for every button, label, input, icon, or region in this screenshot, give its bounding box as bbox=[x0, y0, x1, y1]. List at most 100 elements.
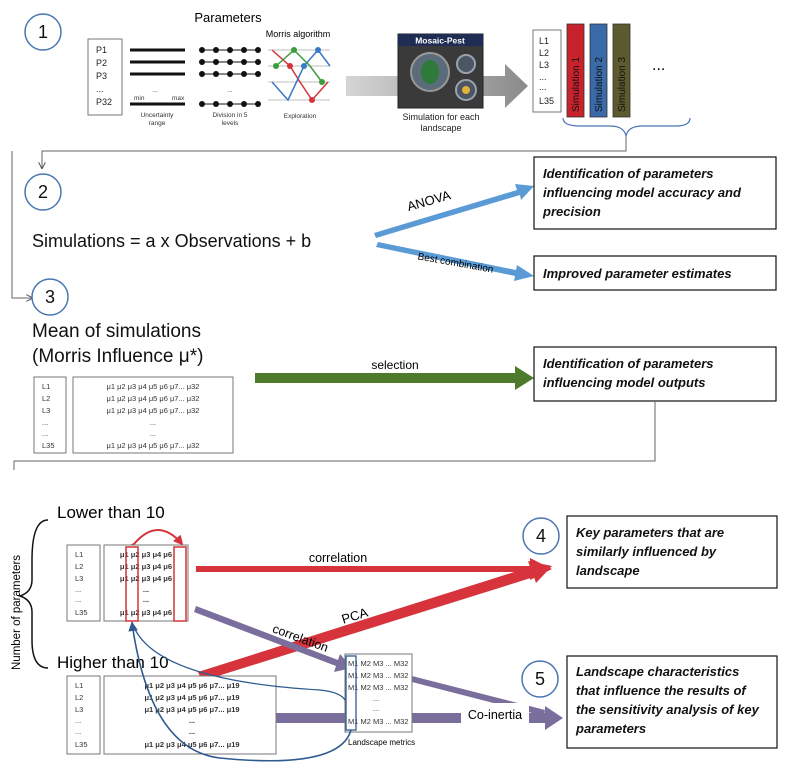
param-item: P2 bbox=[96, 58, 107, 68]
mu-row: μ1 μ2 μ3 μ4 μ5 μ6 μ7... μ32 bbox=[107, 406, 200, 415]
landscape-characteristics-line: Landscape characteristics bbox=[576, 664, 739, 679]
landscape-item: ... bbox=[539, 72, 547, 82]
metric-row: M1 M2 M3 ... M32 bbox=[348, 671, 408, 680]
connector-3-lower bbox=[13, 401, 656, 470]
step5-number: 5 bbox=[535, 669, 545, 689]
step3-landscapes: L1 L2 L3 ... ... L35 bbox=[42, 382, 55, 450]
selection-arrow bbox=[255, 366, 534, 390]
simulation-label: Simulation 1 bbox=[571, 57, 582, 112]
mu-row: ... bbox=[150, 429, 156, 438]
param-item: P3 bbox=[96, 71, 107, 81]
mu-row: μ1 μ2 μ3 μ4 μ6 bbox=[120, 562, 172, 571]
step3-number-circle: 3 bbox=[31, 278, 69, 316]
param-list-box bbox=[87, 38, 123, 116]
landscape-characteristics-line: the sensitivity analysis of key bbox=[576, 702, 760, 717]
landscape-item: L2 bbox=[75, 562, 83, 571]
simulation-caption-line: landscape bbox=[420, 123, 461, 133]
high-mu-rows: μ1 μ2 μ3 μ4 μ5 μ6 μ7... μ19 μ1 μ2 μ3 μ4 … bbox=[144, 681, 239, 749]
division-dot bbox=[255, 101, 261, 107]
best-combination-arrow bbox=[376, 242, 534, 281]
division-dot bbox=[255, 47, 261, 53]
metric-rows: M1 M2 M3 ... M32 M1 M2 M3 ... M32 M1 M2 … bbox=[348, 659, 408, 726]
gear-icon bbox=[456, 54, 476, 74]
division-dot bbox=[213, 101, 219, 107]
landscape-item: L3 bbox=[75, 574, 83, 583]
landscape-item: L1 bbox=[42, 382, 50, 391]
landscape-item: L35 bbox=[42, 441, 55, 450]
simulation-label: Simulation 3 bbox=[617, 57, 628, 112]
metric-row: M1 M2 M3 ... M32 bbox=[348, 717, 408, 726]
morris-exploration-graph bbox=[268, 47, 331, 103]
accuracy-box: Identification of parameters influencing… bbox=[533, 156, 777, 230]
division-dot bbox=[227, 59, 233, 65]
mu-row: μ1 μ2 μ3 μ4 μ6 bbox=[120, 574, 172, 583]
landscape-item: L35 bbox=[75, 740, 88, 749]
mu-row: μ1 μ2 μ3 μ4 μ6 bbox=[120, 550, 172, 559]
landscape-item: L35 bbox=[539, 96, 554, 106]
landscape-item: ... bbox=[75, 595, 81, 604]
step3-number: 3 bbox=[45, 287, 55, 307]
metric-to-mu2-curve bbox=[128, 621, 352, 762]
parameter-brace bbox=[17, 519, 49, 669]
mu-row: ... bbox=[189, 727, 195, 736]
mu-row: μ1 μ2 μ3 μ4 μ6 bbox=[120, 608, 172, 617]
landscape-item: ... bbox=[42, 429, 48, 438]
division-dot bbox=[227, 47, 233, 53]
division-label-line: levels bbox=[222, 120, 239, 127]
mu2-mu6-link bbox=[124, 529, 184, 554]
division-levels bbox=[199, 47, 261, 107]
param-item: P32 bbox=[96, 97, 112, 107]
division-dot bbox=[199, 101, 205, 107]
step3-title-line1: Mean of simulations bbox=[32, 321, 201, 342]
metric-row: M1 M2 M3 ... M32 bbox=[348, 683, 408, 692]
landscape-item: L1 bbox=[75, 550, 83, 559]
parameters-title: Parameters bbox=[194, 10, 262, 25]
landscape-characteristics-line: that influence the results of bbox=[576, 683, 747, 698]
mu-row: μ1 μ2 μ3 μ4 μ5 μ6 μ7... μ32 bbox=[107, 441, 200, 450]
pca-arrow bbox=[198, 561, 552, 681]
anova-label: ANOVA bbox=[405, 187, 452, 214]
mu-row: ... bbox=[143, 585, 149, 594]
division-dot bbox=[255, 71, 261, 77]
flower-icon bbox=[462, 86, 470, 94]
mu-row: μ1 μ2 μ3 μ4 μ5 μ6 μ7... μ32 bbox=[107, 394, 200, 403]
mu-row: μ1 μ2 μ3 μ4 μ5 μ6 μ7... μ19 bbox=[144, 693, 239, 702]
coinertia-label: Co-inertia bbox=[468, 708, 522, 722]
division-dot bbox=[213, 71, 219, 77]
simulation-bar bbox=[566, 23, 585, 118]
lower-than-10-label: Lower than 10 bbox=[57, 503, 165, 522]
step5-number-circle: 5 bbox=[521, 660, 559, 698]
outputs-box: Identification of parameters influencing… bbox=[533, 346, 777, 402]
coinertia-label-bg bbox=[461, 703, 529, 725]
landscape-item: L2 bbox=[539, 48, 549, 58]
landscape-metrics-label: Landscape metrics bbox=[348, 738, 415, 747]
landscape-item: ... bbox=[42, 418, 48, 427]
step4-number-circle: 4 bbox=[522, 517, 560, 555]
step3-mu-box bbox=[72, 376, 234, 454]
high-landscape-box bbox=[66, 675, 101, 755]
low-mu-rows: μ1 μ2 μ3 μ4 μ6 μ1 μ2 μ3 μ4 μ6 μ1 μ2 μ3 μ… bbox=[120, 550, 172, 617]
division-dot bbox=[255, 59, 261, 65]
landscape-item: L1 bbox=[539, 36, 549, 46]
simulations-bracket bbox=[562, 117, 691, 137]
step3-landscape-box bbox=[33, 376, 67, 454]
step2-number: 2 bbox=[38, 182, 48, 202]
improved-estimates-box: Improved parameter estimates bbox=[533, 255, 777, 291]
range-max: max bbox=[172, 95, 185, 102]
landscape-item: L2 bbox=[75, 693, 83, 702]
mosaic-pest-model: Mosaic-Pest bbox=[397, 33, 484, 109]
mu-row: ... bbox=[143, 595, 149, 604]
division-ellipsis: ... bbox=[227, 87, 233, 94]
key-parameters-line: landscape bbox=[576, 563, 640, 578]
division-dot bbox=[241, 101, 247, 107]
landscape-item: L3 bbox=[75, 705, 83, 714]
simulation-bar bbox=[612, 23, 631, 118]
landscape-item: ... bbox=[539, 82, 547, 92]
step2-number-circle: 2 bbox=[24, 173, 62, 211]
morris-title: Morris algorithm bbox=[266, 29, 331, 39]
key-parameters-box: Key parameters that are similarly influe… bbox=[566, 515, 778, 589]
correlation-diag-arrow bbox=[194, 606, 352, 672]
param-list: P1 P2 P3 ... P32 bbox=[96, 45, 112, 107]
division-dot bbox=[241, 47, 247, 53]
landscape-list-box bbox=[532, 29, 562, 113]
